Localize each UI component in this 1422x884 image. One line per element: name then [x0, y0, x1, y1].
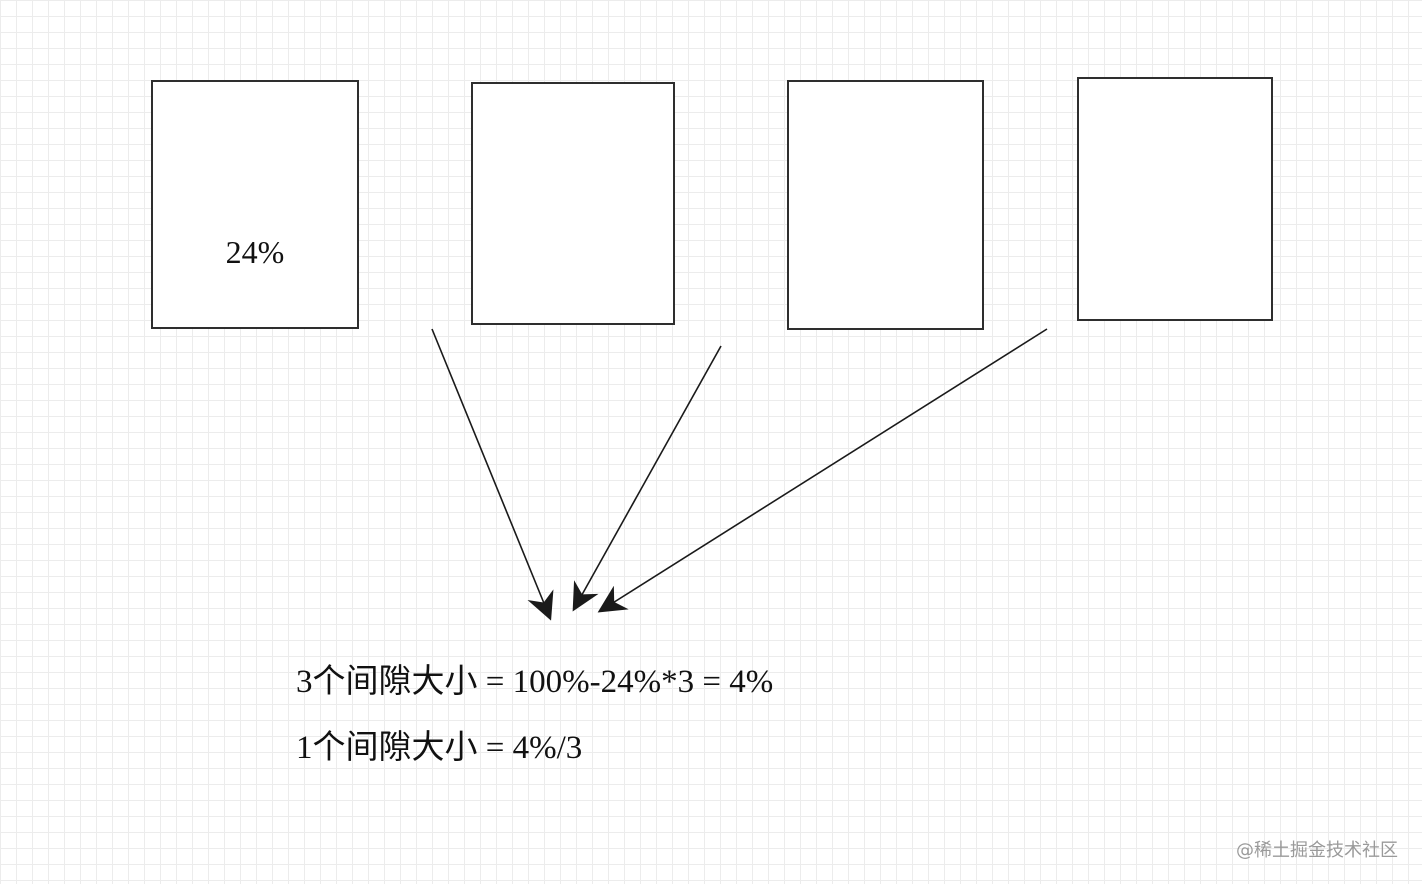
formula-one-gap: 1个间隙大小 = 4%/3 — [296, 730, 583, 766]
box-1: 24% — [151, 80, 359, 329]
arrow-1 — [431, 328, 554, 621]
arrow-3 — [597, 328, 1048, 613]
arrow-2 — [572, 345, 722, 612]
box-2 — [471, 82, 675, 325]
box-4 — [1077, 77, 1273, 321]
box-3 — [787, 80, 984, 330]
formula-three-gaps: 3个间隙大小 = 100%-24%*3 = 4% — [296, 664, 774, 700]
box-1-label: 24% — [225, 234, 285, 270]
watermark: @稀土掘金技术社区 — [1236, 840, 1398, 861]
